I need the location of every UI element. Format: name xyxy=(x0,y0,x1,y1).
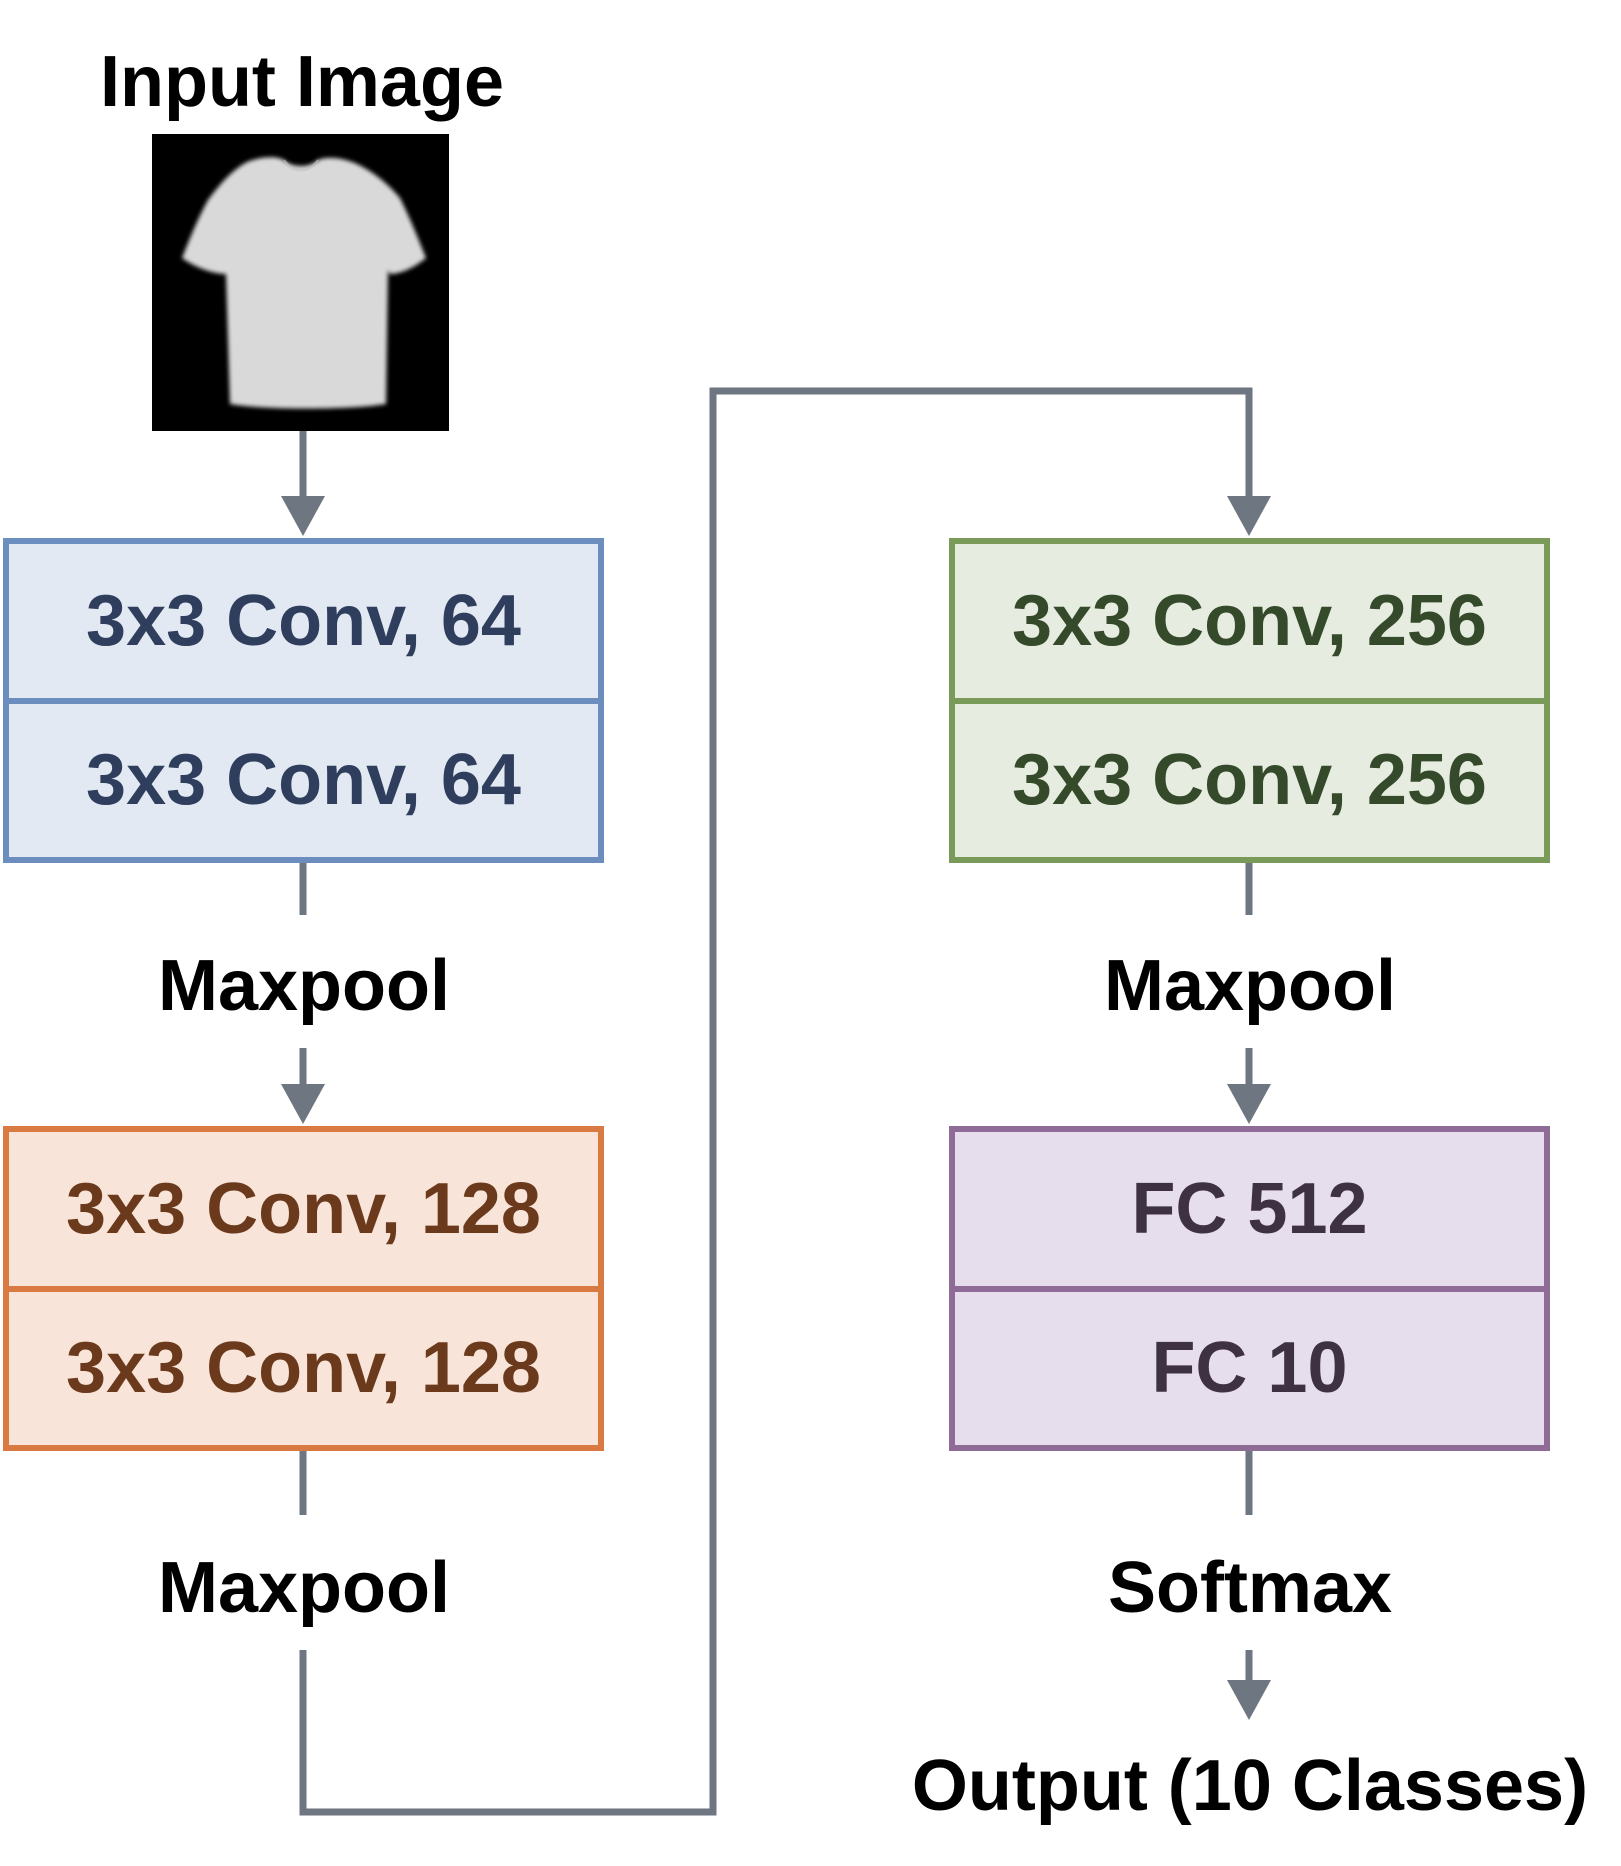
input-image xyxy=(152,134,449,431)
output-label: Output (10 Classes) xyxy=(911,1746,1589,1826)
conv-block-256: 3x3 Conv, 256 3x3 Conv, 256 xyxy=(949,538,1550,863)
maxpool-label-2: Maxpool xyxy=(157,1548,450,1628)
maxpool-label-1: Maxpool xyxy=(157,946,450,1026)
conv-layer-128-b: 3x3 Conv, 128 xyxy=(9,1285,598,1446)
input-image-title: Input Image xyxy=(99,42,504,122)
arrow-icon-maxpool-to-conv128 xyxy=(281,1084,325,1124)
fc-block: FC 512 FC 10 xyxy=(949,1126,1550,1451)
arrow-icon-maxpool-to-fc xyxy=(1227,1084,1271,1124)
conv-layer-64-a: 3x3 Conv, 64 xyxy=(86,580,521,661)
conv-layer-128-a: 3x3 Conv, 128 xyxy=(66,1168,541,1249)
conv-block-128: 3x3 Conv, 128 3x3 Conv, 128 xyxy=(3,1126,604,1451)
maxpool-label-3: Maxpool xyxy=(1103,946,1396,1026)
connector-maxpool-to-conv256 xyxy=(299,387,1253,1816)
arrow-icon-softmax-to-output xyxy=(1227,1680,1271,1720)
fc-layer-512: FC 512 xyxy=(1131,1168,1368,1249)
conv-layer-256-a: 3x3 Conv, 256 xyxy=(1012,580,1487,661)
softmax-label: Softmax xyxy=(1107,1548,1393,1628)
tshirt-icon xyxy=(182,157,426,409)
conv-layer-256-b: 3x3 Conv, 256 xyxy=(955,697,1544,858)
arrow-icon-maxpool-to-conv256 xyxy=(1227,496,1271,536)
fc-layer-10: FC 10 xyxy=(955,1285,1544,1446)
conv-layer-64-b: 3x3 Conv, 64 xyxy=(9,697,598,858)
conv-block-64: 3x3 Conv, 64 3x3 Conv, 64 xyxy=(3,538,604,863)
arrow-icon-input-to-conv64 xyxy=(281,496,325,536)
